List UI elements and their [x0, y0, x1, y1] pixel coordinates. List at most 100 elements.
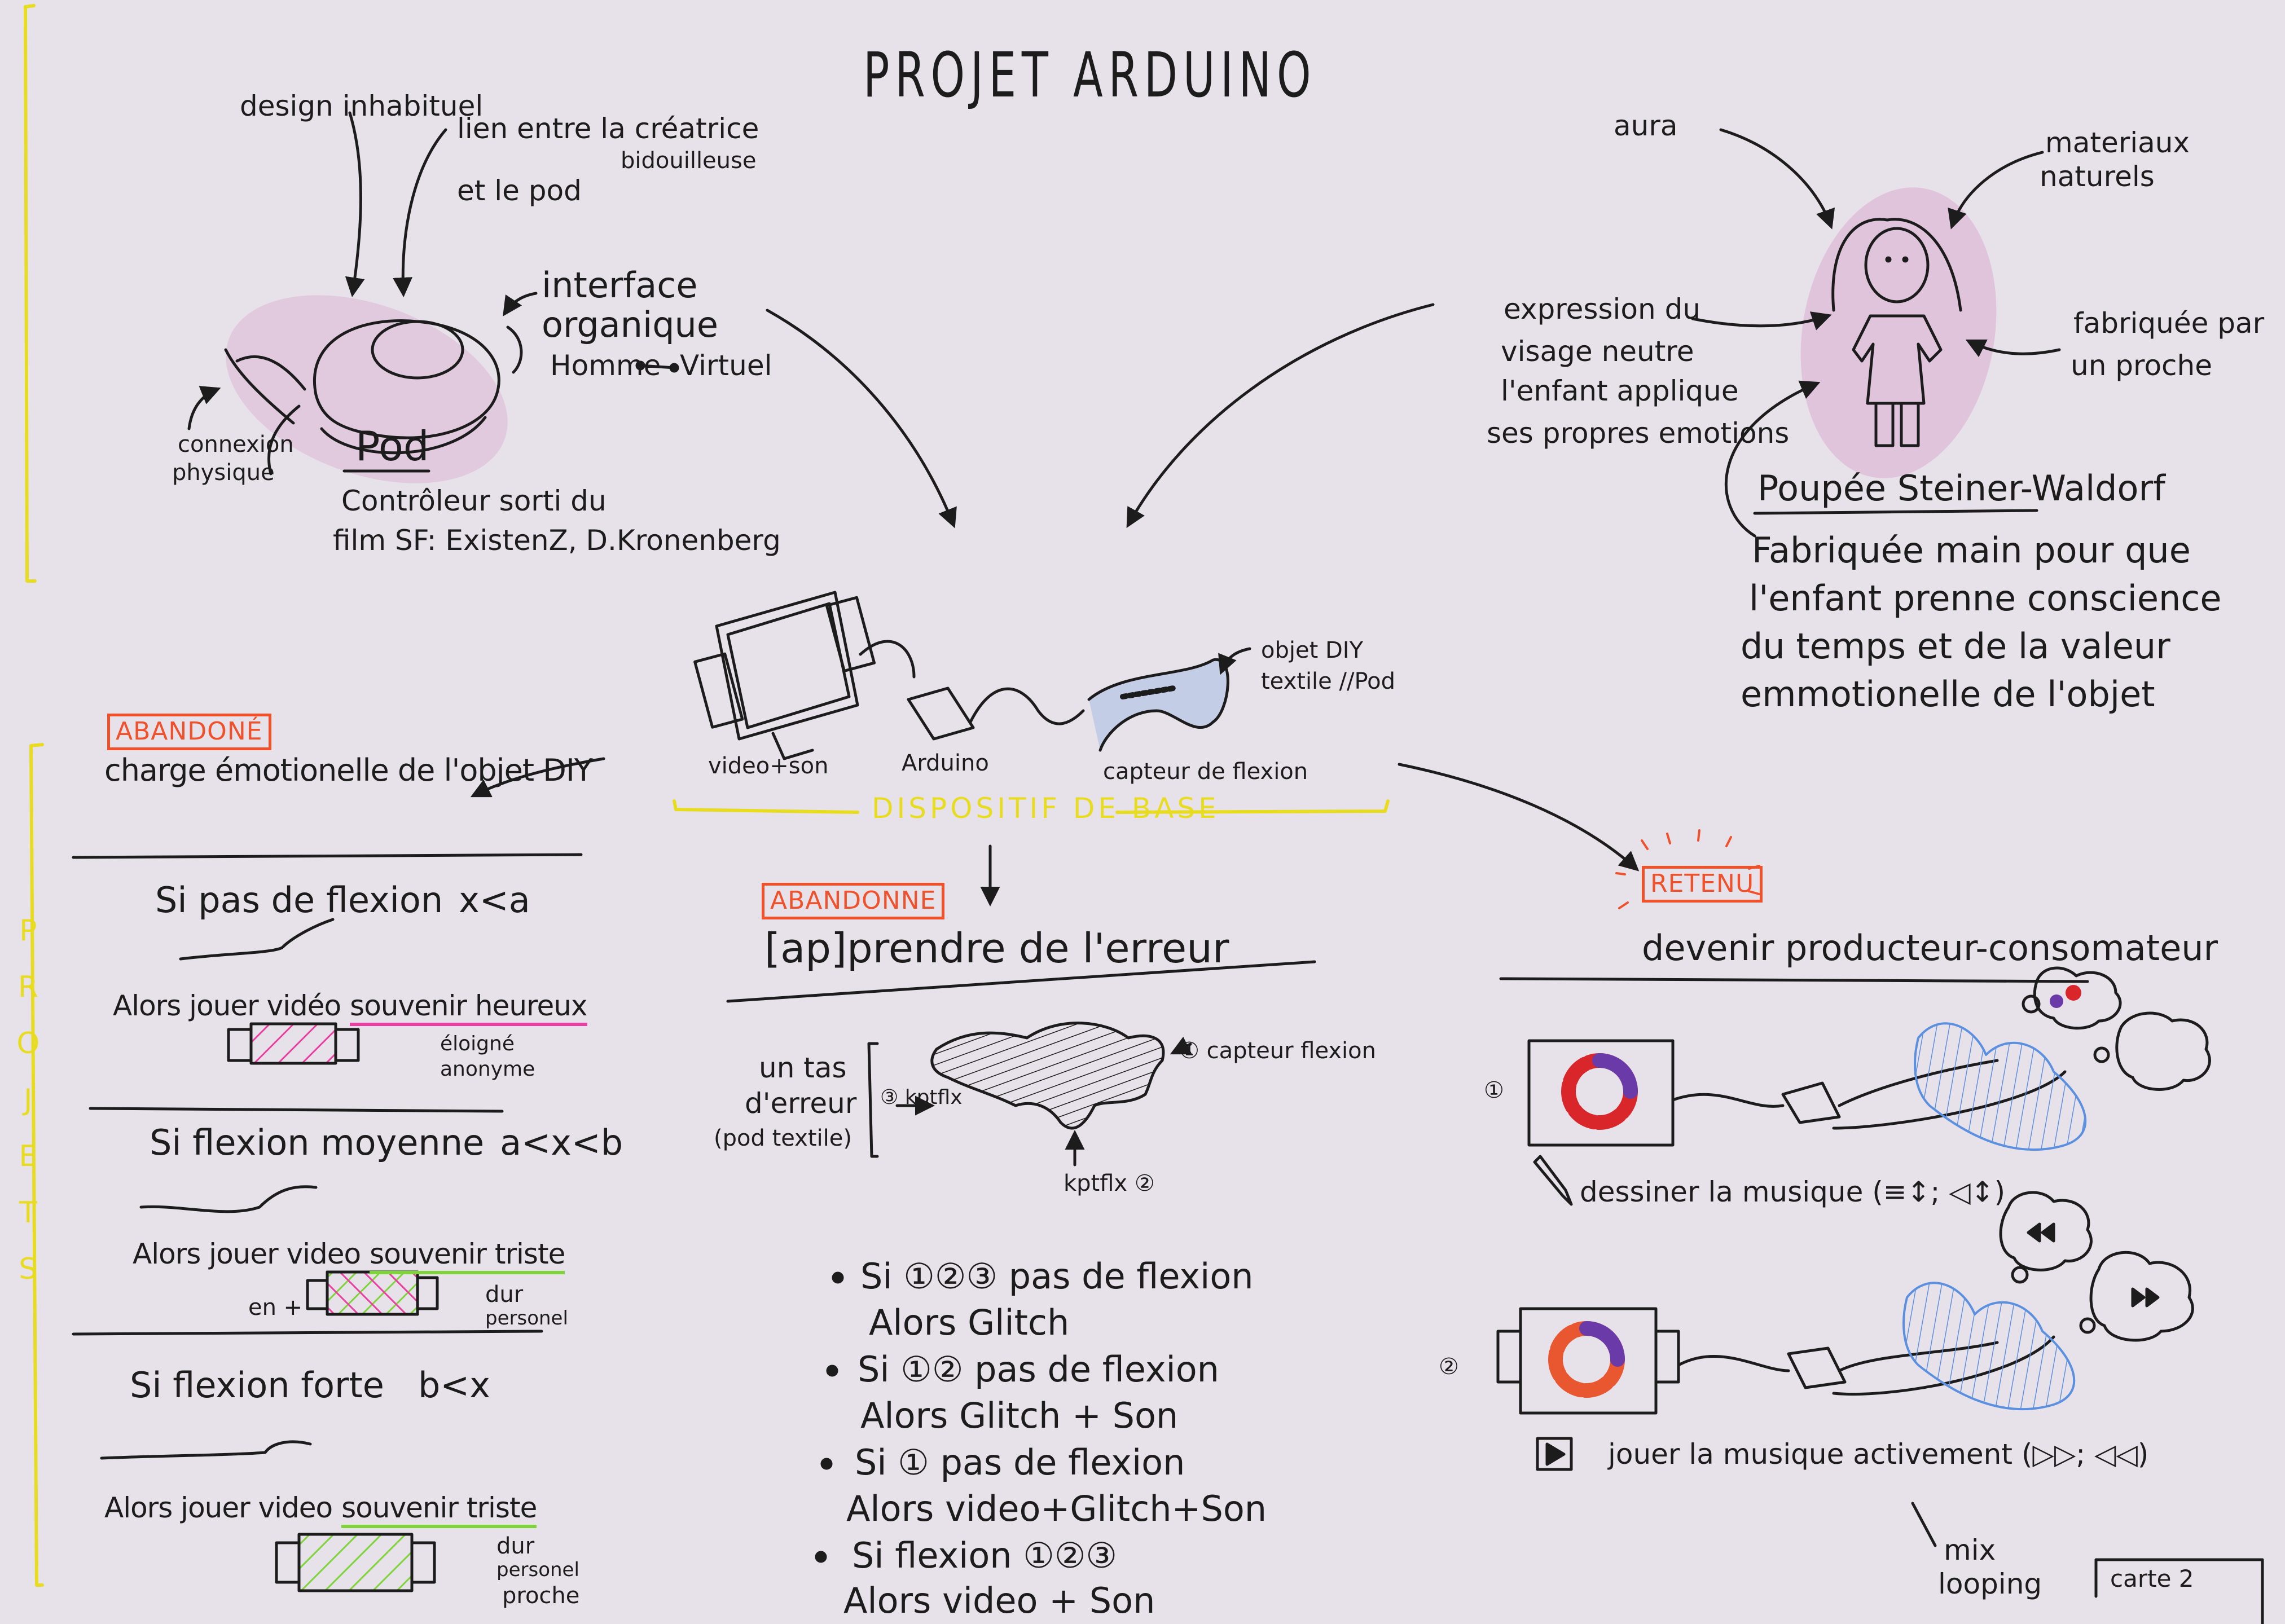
- doll-drawing: [1800, 187, 1997, 478]
- play-icon: [1536, 1437, 1573, 1471]
- label-expression-4: ses propres emotions: [1487, 417, 1790, 450]
- card-box: [2094, 1558, 2264, 1624]
- label-lien-2: bidouilleuse: [621, 148, 757, 174]
- case-2-row: Si flexion moyenne a<x<b: [150, 1123, 623, 1163]
- homme-virtuel-link: [639, 364, 676, 369]
- sensor-3-label: ③ kptflx: [880, 1086, 963, 1109]
- flex-wire-1: [179, 918, 335, 961]
- case-1-note-2: anonyme: [440, 1058, 535, 1081]
- case-3-action-highlight: souvenir triste: [341, 1491, 537, 1528]
- note-looping: looping: [1938, 1568, 2042, 1600]
- arrow-aura: [1719, 128, 1835, 230]
- arrow-materiaux: [1948, 151, 2044, 230]
- label-virtuel: Virtuel: [680, 349, 772, 382]
- status-badge-retenu: RETENU: [1642, 866, 1763, 903]
- case-1-action: Alors jouer vidéo: [113, 989, 341, 1022]
- case-1-row: Si pas de flexion x<a: [155, 879, 530, 921]
- case-1-note-1: éloigné: [440, 1032, 515, 1055]
- flex-wire-2: [139, 1185, 318, 1213]
- label-expression-2: visage neutre: [1501, 335, 1694, 368]
- label-physique: physique: [172, 460, 275, 486]
- case-2-note-2: personel: [485, 1307, 568, 1330]
- case-3-condition: Si flexion forte: [130, 1365, 384, 1406]
- doll-desc-3: du temps et de la valeur: [1741, 626, 2170, 667]
- thought-cloud-wave: [2115, 1011, 2211, 1091]
- tas-line-2: d'erreur: [745, 1087, 857, 1120]
- arrow-design: [345, 111, 365, 297]
- case-2-action: Alors jouer video: [133, 1238, 361, 1270]
- doll-desc-2: l'enfant prenne conscience: [1749, 578, 2222, 619]
- arrow-interface: [503, 292, 538, 316]
- card-label: carte 2: [2110, 1565, 2194, 1592]
- erreur-bracket: [867, 1042, 879, 1158]
- label-textile-pod: textile //Pod: [1261, 668, 1396, 694]
- case-3-note-2: personel: [496, 1559, 579, 1581]
- label-video-son: video+son: [708, 753, 829, 779]
- pod-title: Pod: [355, 422, 429, 470]
- bullet-4: [815, 1551, 827, 1563]
- bullet-1: [832, 1271, 844, 1284]
- screen-sad-strong: [275, 1533, 436, 1592]
- rule-1-condition: Si ①②③ pas de flexion: [860, 1256, 1254, 1297]
- sensor-1-label: ① capteur flexion: [1179, 1038, 1376, 1064]
- label-aura: aura: [1614, 109, 1678, 142]
- label-naturels: naturels: [2040, 160, 2155, 193]
- arrow-fabrique: [1965, 339, 2061, 358]
- case-1-action-highlight: souvenir heureux: [350, 989, 588, 1026]
- mix-pointer: [1911, 1502, 1937, 1547]
- arrow-expression: [1691, 311, 1832, 331]
- step-1-number: ①: [1484, 1077, 1504, 1103]
- screen-happy: [227, 1022, 360, 1065]
- upper-bracket: [24, 4, 37, 583]
- base-device-drawing: [693, 591, 1251, 760]
- case-2-action-highlight: souvenir triste: [370, 1238, 565, 1274]
- thought-cloud-rewind: [1999, 1191, 2093, 1271]
- label-fabrique-par: fabriquée par: [2073, 307, 2265, 340]
- dispositif-line-left: [673, 799, 859, 814]
- label-lien-1: lien entre la créatrice: [457, 112, 759, 145]
- flex-wire-3: [100, 1440, 312, 1460]
- case-1-expr: x<a: [459, 879, 530, 921]
- side-label-projets: PROJETS: [11, 914, 45, 1309]
- label-arduino: Arduino: [902, 750, 989, 776]
- pencil-icon: [1533, 1155, 1573, 1206]
- case-1-condition: Si pas de flexion: [155, 879, 443, 921]
- label-interface: interface: [542, 265, 698, 306]
- arrow-doll-to-base: [1126, 303, 1435, 529]
- label-un-proche: un proche: [2071, 349, 2213, 382]
- pod-desc-2: film SF: ExistenZ, D.Kronenberg: [333, 524, 781, 557]
- case-2-action-row: Alors jouer video souvenir triste: [133, 1238, 565, 1274]
- case-2-expr: a<x<b: [500, 1122, 623, 1163]
- rule-2-action: Alors Glitch + Son: [860, 1395, 1179, 1436]
- arrow-lien: [393, 128, 447, 297]
- step-1-label: dessiner la musique (≡↕; ◁↕): [1580, 1176, 2006, 1208]
- label-dispositif-de-base: DISPOSITIF DE BASE: [872, 792, 1220, 825]
- rule-1-action: Alors Glitch: [869, 1302, 1070, 1343]
- bullet-2: [826, 1365, 838, 1377]
- tas-line-3: (pod textile): [714, 1125, 852, 1151]
- doll-desc-4: emmotionelle de l'objet: [1741, 674, 2155, 715]
- label-organique: organique: [542, 304, 718, 345]
- case-3-row: Si flexion forte b<x: [130, 1365, 490, 1406]
- step-2-number: ②: [1439, 1354, 1459, 1380]
- arrow-pod-to-base: [766, 309, 957, 529]
- case-3-expr: b<x: [418, 1365, 490, 1406]
- label-homme: Homme: [550, 349, 661, 382]
- case-3-note-1: dur: [496, 1533, 535, 1559]
- case-1-action-row: Alors jouer vidéo souvenir heureux: [113, 989, 588, 1026]
- sensor-2-label: kptflx ②: [1064, 1170, 1155, 1196]
- bullet-3: [820, 1458, 833, 1470]
- doll-desc-1: Fabriquée main pour que: [1752, 530, 2191, 571]
- dispositif-line-right: [1115, 799, 1390, 814]
- case-3-action: Alors jouer video: [104, 1491, 333, 1524]
- case-2-note-1: dur: [485, 1282, 524, 1308]
- rule-4-condition: Si flexion ①②③: [852, 1535, 1117, 1576]
- label-lien-3: et le pod: [457, 174, 582, 207]
- rule-4-action: Alors video + Son: [843, 1580, 1155, 1621]
- case-3-action-row: Alors jouer video souvenir triste: [104, 1491, 537, 1528]
- status-badge-abandone-left: ABANDONÉ: [107, 714, 271, 750]
- step-2-label: jouer la musique activement (▷▷; ◁◁): [1608, 1438, 2149, 1471]
- note-mix: mix: [1944, 1534, 1996, 1566]
- tas-line-1: un tas: [759, 1051, 847, 1084]
